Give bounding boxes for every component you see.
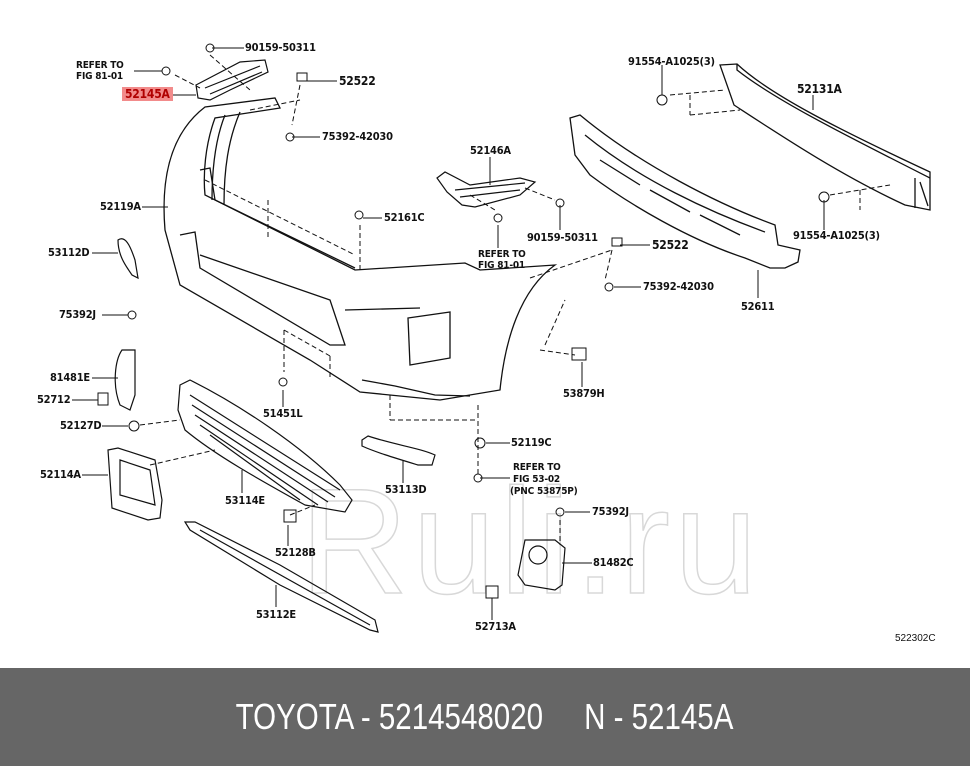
dashed-lines <box>139 54 891 545</box>
label-52119c[interactable]: 52119C <box>511 436 552 449</box>
label-52119a[interactable]: 52119A <box>100 200 141 213</box>
refer-to-fig-81-01-mid-line1: REFER TO <box>478 249 526 260</box>
label-53879h[interactable]: 53879H <box>563 387 605 400</box>
retainer-52146a-shape <box>436 171 537 208</box>
figure-number: 522302C <box>895 633 936 644</box>
cover-53112d-shape <box>117 238 139 280</box>
reinforcement-52131a-shape <box>719 63 931 211</box>
fog-cover-81481e-shape <box>114 349 136 411</box>
fasteners <box>97 43 830 599</box>
retainer-52145a-shape <box>195 59 269 101</box>
label-52114a[interactable]: 52114A <box>40 468 81 481</box>
label-52713a[interactable]: 52713A <box>475 620 516 633</box>
refer-to-fig-81-01-top-line1: REFER TO <box>76 60 124 71</box>
label-90159-50311-mid[interactable]: 90159-50311 <box>527 231 598 244</box>
diagram-drawing <box>72 43 931 633</box>
label-52128b[interactable]: 52128B <box>275 546 316 559</box>
absorber-52611-shape <box>569 114 801 269</box>
label-52127d[interactable]: 52127D <box>60 419 102 432</box>
parts-diagram: Ruli.ru <box>37 41 936 644</box>
label-52161c[interactable]: 52161C <box>384 211 425 224</box>
refer-to-fig-53-02-line1: REFER TO <box>513 462 561 473</box>
label-75392-42030-mid[interactable]: 75392-42030 <box>643 280 714 293</box>
bumper-cover-shape <box>163 97 558 401</box>
cover-53113d-shape <box>361 435 436 466</box>
license-bracket-shape <box>107 447 163 521</box>
label-52146a[interactable]: 52146A <box>470 144 511 157</box>
refer-to-fig-53-02-line3: (PNC 53875P) <box>510 486 578 497</box>
label-91554-a1025-top[interactable]: 91554-A1025(3) <box>628 55 715 68</box>
part-info-footer: TOYOTA - 5214548020 N - 52145A <box>0 668 970 766</box>
label-53112d[interactable]: 53112D <box>48 246 90 259</box>
label-75392j-right[interactable]: 75392J <box>592 505 629 518</box>
leader-lines <box>72 47 825 620</box>
grille-53114e-shape <box>177 379 353 513</box>
label-81481e[interactable]: 81481E <box>50 371 90 384</box>
label-52145a-highlighted[interactable]: 52145A <box>122 87 173 101</box>
refer-to-fig-53-02-line2: FIG 53-02 <box>513 474 560 485</box>
refer-to-fig-81-01-top-line2: FIG 81-01 <box>76 71 123 82</box>
refer-to-fig-81-01-mid-line2: FIG 81-01 <box>478 260 525 271</box>
label-90159-50311-top[interactable]: 90159-50311 <box>245 41 316 54</box>
watermark: Ruli.ru <box>299 456 762 626</box>
label-52522-mid[interactable]: 52522 <box>652 238 689 252</box>
label-52611[interactable]: 52611 <box>741 300 775 313</box>
label-51451l[interactable]: 51451L <box>263 407 303 420</box>
molding-53112e-shape <box>183 521 379 633</box>
fog-cover-81482c-shape <box>517 539 566 591</box>
label-53114e[interactable]: 53114E <box>225 494 265 507</box>
label-75392-42030-top[interactable]: 75392-42030 <box>322 130 393 143</box>
label-52131a[interactable]: 52131A <box>797 82 842 96</box>
label-52712[interactable]: 52712 <box>37 393 71 406</box>
label-81482c[interactable]: 81482C <box>593 556 634 569</box>
label-53113d[interactable]: 53113D <box>385 483 427 496</box>
label-91554-a1025-bottom[interactable]: 91554-A1025(3) <box>793 229 880 242</box>
label-53112e[interactable]: 53112E <box>256 608 296 621</box>
footer-part-text: TOYOTA - 5214548020 N - 52145A <box>236 696 734 737</box>
label-75392j-left[interactable]: 75392J <box>59 308 96 321</box>
label-52522-top[interactable]: 52522 <box>339 74 376 88</box>
